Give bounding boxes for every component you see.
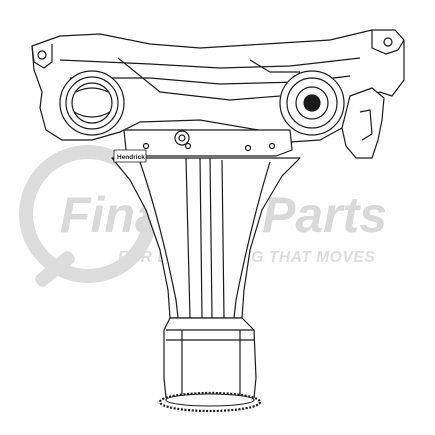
right-tube-inner [295, 86, 329, 120]
lower-sleeve-seam [181, 330, 241, 396]
left-tube-inner [71, 82, 113, 124]
part-stamp: Hendrick [117, 154, 145, 161]
right-bracket-detail [359, 109, 373, 141]
housing-left-ear [31, 44, 53, 69]
pedestal-bolt-1 [184, 142, 192, 150]
bolt-hole-left [37, 50, 47, 60]
pedestal-rib-left [139, 161, 179, 319]
bolt-hole-right [383, 37, 393, 47]
saddle-bolt-left [142, 142, 150, 150]
axle-housing-drawing [31, 29, 405, 413]
bottom-flange-inner [165, 393, 255, 407]
left-tube-outer [59, 70, 125, 136]
pedestal-bolt-2 [244, 144, 252, 152]
left-tube-mid [65, 76, 119, 130]
right-tube-mid [286, 77, 338, 129]
pedestal-rib-center-right [209, 157, 213, 319]
center-bolt-inner [178, 134, 186, 142]
center-bolt [174, 130, 190, 146]
center-saddle [123, 129, 293, 157]
stamp-plate [113, 149, 147, 163]
right-tube-core [303, 94, 321, 112]
housing-right-ear [371, 30, 405, 55]
lower-sleeve-band [166, 329, 254, 341]
pedestal-rib-inner [199, 157, 225, 319]
saddle-bolt-right [268, 142, 276, 150]
watermark-brand-second: Parts [262, 187, 387, 243]
pedestal-rib-right [233, 161, 271, 319]
bottom-flange [158, 391, 262, 413]
left-tube-shading [73, 87, 111, 118]
pedestal-rib-center-left [185, 157, 191, 319]
housing-top-rib [117, 57, 300, 101]
watermark-handle [35, 251, 75, 287]
right-bracket [341, 87, 385, 159]
